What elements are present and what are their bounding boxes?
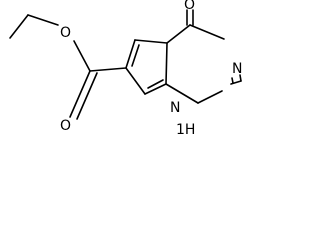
bond-pyrrole-c5-c4a [134, 39, 168, 44]
carbonyl-oxygen-label: O [60, 118, 71, 134]
bond-c2-n1 [197, 90, 223, 104]
bond-n3-c2-double [231, 77, 234, 84]
bond-carbonyl-double-b [76, 72, 98, 120]
bond-n1-n8 [165, 83, 199, 104]
bond-ester-oxygen-carbonyl-carbon [73, 40, 91, 72]
ester-oxygen-label: O [60, 25, 71, 41]
bond-methyl-methylene [9, 14, 29, 39]
chemical-structure-canvas: O O O N N 1H [9, 0, 243, 138]
nh-group-label: 1H [176, 122, 195, 138]
ring-nitrogen-top-label: N [232, 61, 242, 77]
bond-methylene-ester-oxygen [27, 14, 59, 26]
bond-pyrrole-c6-c7 [125, 67, 146, 95]
bond-c4-n3 [189, 24, 225, 40]
bond-n3-c2-a [239, 74, 242, 82]
bond-carbonyl-carbon-ring [89, 67, 127, 72]
ring-carbonyl-oxygen-label: O [184, 0, 195, 13]
bond-fusion [165, 42, 168, 85]
bond-c4a-c4 [166, 24, 191, 44]
ring-nitrogen-bottom-label: N [170, 100, 180, 116]
bond-pyrrole-c7-n8-inner [147, 79, 164, 89]
bond-pyrrole-c7-n8 [144, 83, 167, 95]
bond-carbonyl-double-a [69, 70, 91, 118]
molecule-diagram: O O O N N 1H [9, 0, 242, 138]
bond-pyrrole-c6-c5-inner [131, 44, 140, 67]
bond-pyrrole-c6-c5 [125, 39, 136, 69]
